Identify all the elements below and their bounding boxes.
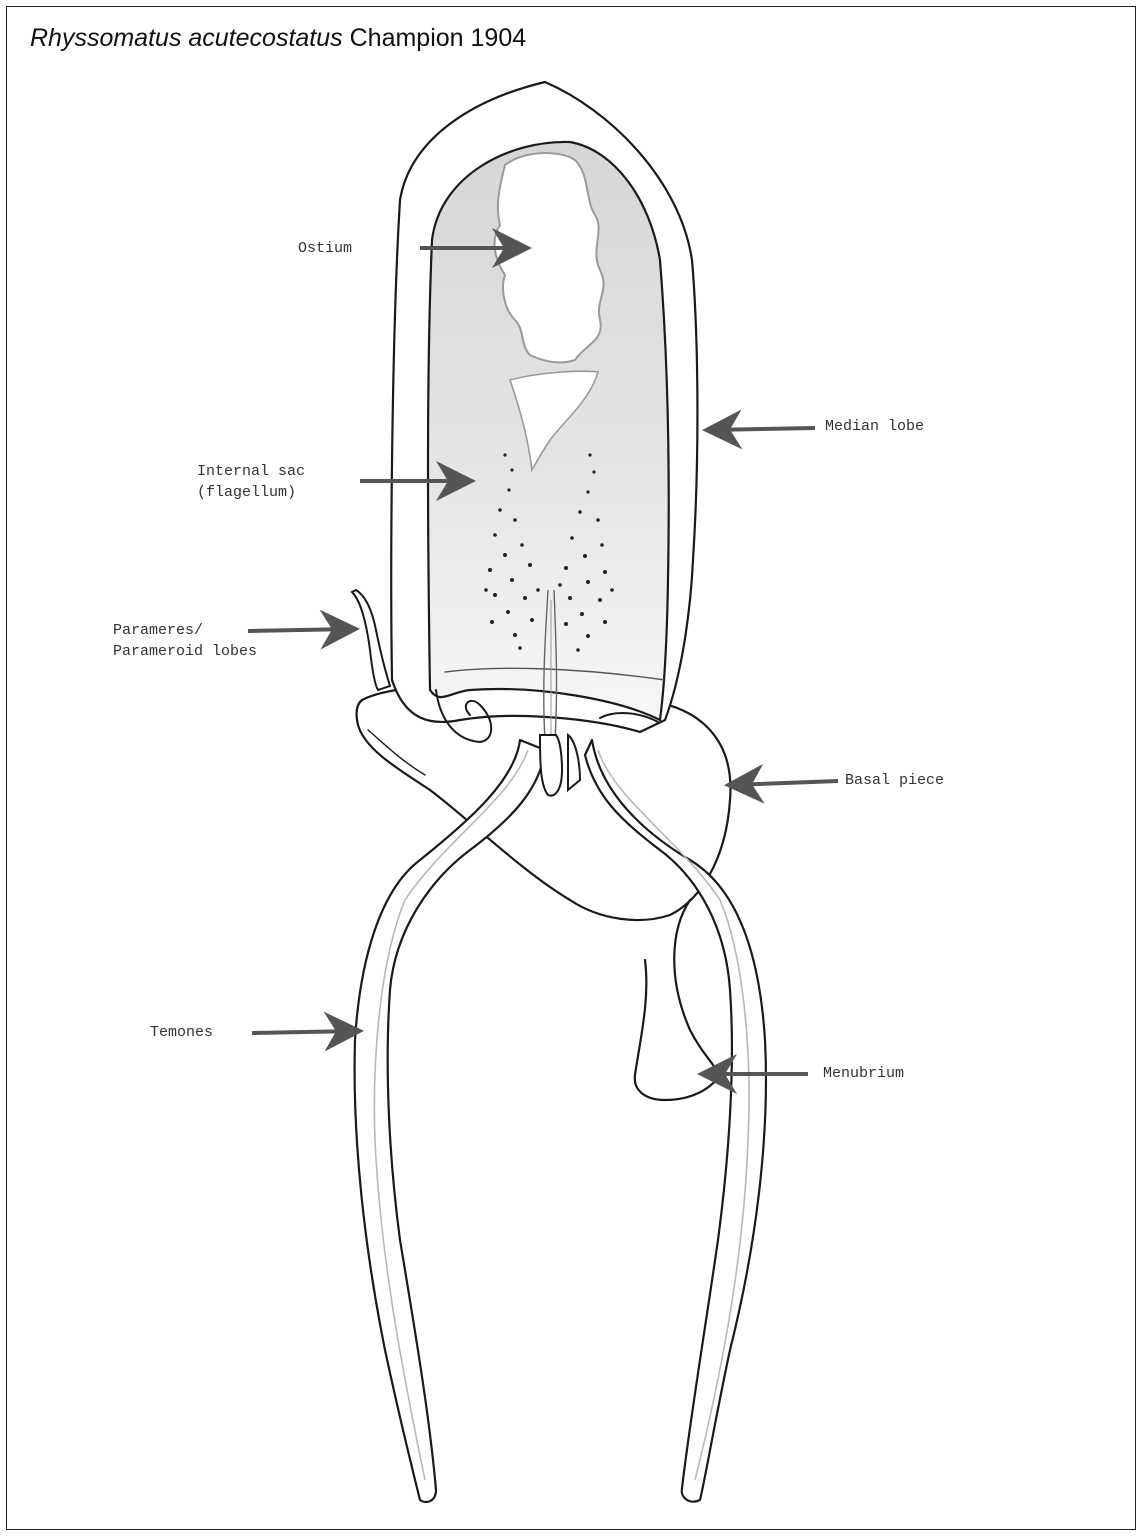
label-temones: Temones [150,1022,213,1043]
label-ostium: Ostium [298,238,352,259]
label-internal-sac: Internal sac [197,461,305,482]
arrow-basal-piece [732,781,838,785]
label-median-lobe: Median lobe [825,416,924,437]
parameres [352,590,390,690]
label-basal-piece: Basal piece [845,770,944,791]
label-parameroid-lobes: Parameroid lobes [113,641,257,662]
label-menubrium: Menubrium [823,1063,904,1084]
label-parameres: Parameres/ [113,620,203,641]
label-flagellum: (flagellum) [197,482,296,503]
arrow-parameres [248,629,352,631]
arrow-temones [252,1031,356,1033]
arrow-median-lobe [710,428,815,430]
menubrium [635,900,720,1100]
